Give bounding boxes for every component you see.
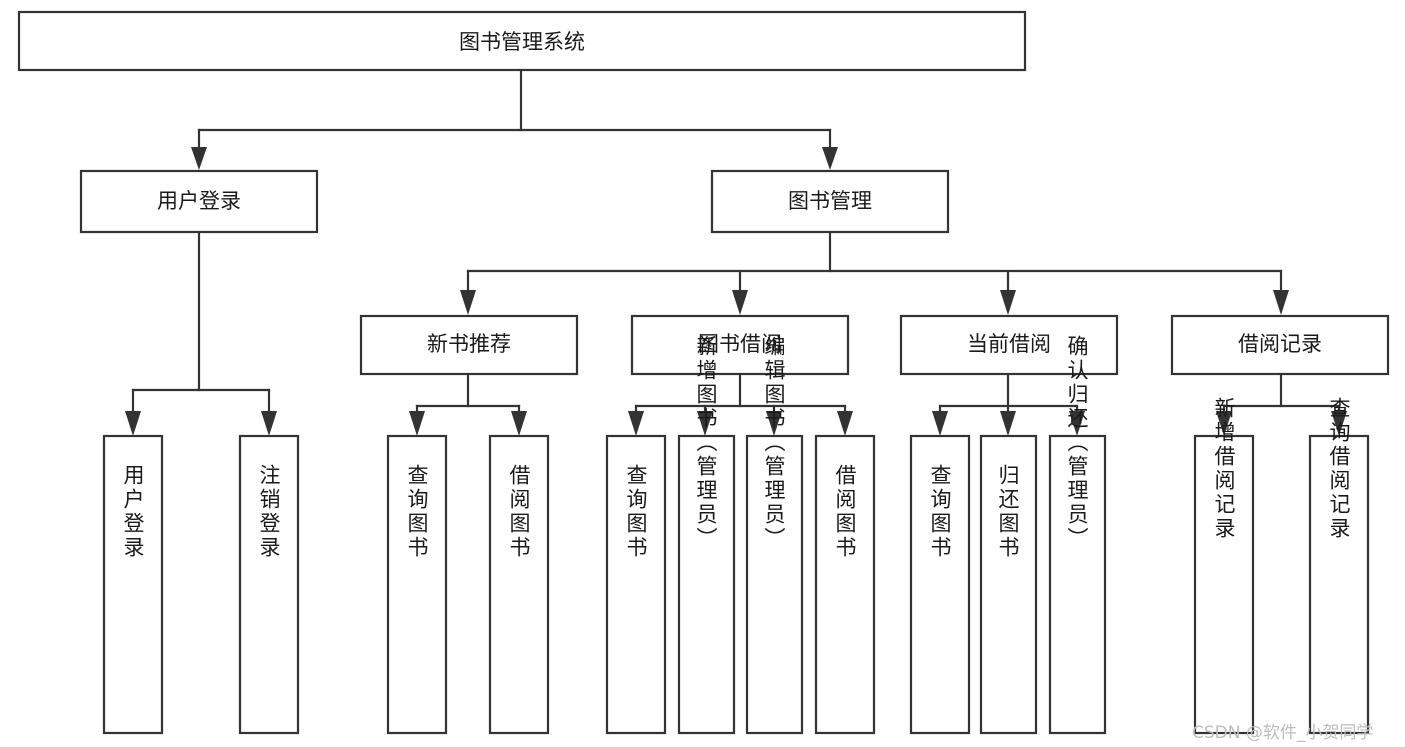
node-book-management[interactable]: 图书管理	[710, 169, 950, 234]
leaf-logout[interactable]: 注销登录	[238, 434, 300, 735]
leaf-confirm-return-admin-box[interactable]	[1048, 434, 1107, 735]
leaf-borrow-book-1-box[interactable]	[488, 434, 550, 735]
leaf-confirm-return-admin-label: 确认归还（管理员）	[1065, 335, 1089, 551]
leaf-add-borrow-record-box[interactable]	[1193, 434, 1255, 735]
leaf-user-login-label: 用户登录	[121, 464, 145, 560]
leaf-logout-box[interactable]	[238, 434, 300, 735]
leaf-query-book-3-box[interactable]	[909, 434, 971, 735]
leaf-query-book-3-label: 查询图书	[928, 464, 952, 560]
leaf-return-book-box[interactable]	[979, 434, 1038, 735]
node-user-login[interactable]: 用户登录	[79, 169, 319, 234]
arrow-head-book-management	[822, 147, 838, 170]
leaf-edit-book-admin-box[interactable]	[745, 434, 804, 735]
arrow-head-leaf-logout	[261, 411, 277, 436]
node-new-book-recommendation-box[interactable]	[359, 314, 579, 376]
leaf-add-borrow-record-label: 新增借阅记录	[1212, 397, 1236, 541]
node-borrowing-record-label: 借阅记录	[1238, 332, 1322, 356]
node-user-login-label: 用户登录	[157, 189, 241, 213]
leaf-query-book-2-box[interactable]	[605, 434, 667, 735]
arrow-head-leaf-query-book-1	[409, 411, 425, 436]
arrow-head-leaf-return-book	[1000, 411, 1016, 436]
arrow-head-borrowing-record	[1273, 290, 1289, 315]
csdn-watermark: CSDN @软件_小贺同学	[1192, 723, 1374, 743]
arrow-head-leaf-confirm-return-admin	[1069, 411, 1085, 436]
leaf-return-book-label: 归还图书	[996, 464, 1020, 560]
arrow-head-leaf-borrow-book-2	[837, 411, 853, 436]
leaf-add-book-admin-label: 新增图书（管理员）	[694, 335, 718, 551]
leaf-add-book-admin[interactable]: 新增图书（管理员）	[677, 335, 736, 735]
leaf-edit-book-admin[interactable]: 编辑图书（管理员）	[745, 335, 804, 735]
leaf-borrow-book-2-box[interactable]	[814, 434, 876, 735]
arrow-head-current-borrowing	[1000, 290, 1016, 315]
arrow-head-user-login	[191, 147, 207, 170]
arrow-head-book-borrowing	[732, 290, 748, 315]
leaf-user-login-box[interactable]	[102, 434, 164, 735]
arrow-head-leaf-query-book-3	[932, 411, 948, 436]
node-current-borrowing-label: 当前借阅	[967, 332, 1051, 356]
node-current-borrowing-box[interactable]	[899, 314, 1119, 376]
arrow-head-leaf-add-book-admin	[697, 411, 713, 436]
leaf-query-book-2-label: 查询图书	[624, 464, 648, 560]
node-book-management-label: 图书管理	[788, 189, 872, 213]
node-current-borrowing[interactable]: 当前借阅	[899, 314, 1119, 376]
leaf-query-book-1-box[interactable]	[386, 434, 448, 735]
node-book-borrowing-label: 图书借阅	[698, 332, 782, 356]
node-new-book-recommendation-label: 新书推荐	[427, 332, 511, 356]
leaf-edit-book-admin-label: 编辑图书（管理员）	[762, 335, 786, 551]
node-root-library-management-system[interactable]: 图书管理系统	[17, 10, 1027, 72]
node-book-borrowing-box[interactable]	[630, 314, 850, 376]
leaf-query-book-2[interactable]: 查询图书	[605, 434, 667, 735]
leaf-confirm-return-admin[interactable]: 确认归还（管理员）	[1048, 335, 1107, 735]
node-new-book-recommendation[interactable]: 新书推荐	[359, 314, 579, 376]
arrow-head-leaf-query-borrow-record	[1331, 411, 1347, 436]
leaf-query-borrow-record[interactable]: 查询借阅记录	[1308, 397, 1370, 735]
node-user-login-box[interactable]	[79, 169, 319, 234]
node-borrowing-record[interactable]: 借阅记录	[1170, 314, 1390, 376]
leaf-query-book-3[interactable]: 查询图书	[909, 434, 971, 735]
arrow-head-leaf-borrow-book-1	[511, 411, 527, 436]
node-root-box[interactable]	[17, 10, 1027, 72]
connector-group	[125, 69, 1347, 436]
leaf-query-book-1[interactable]: 查询图书	[386, 434, 448, 735]
leaf-query-borrow-record-label: 查询借阅记录	[1327, 397, 1351, 541]
arrow-head-leaf-query-book-2	[628, 411, 644, 436]
leaf-add-borrow-record[interactable]: 新增借阅记录	[1193, 397, 1255, 735]
leaf-query-borrow-record-box[interactable]	[1308, 434, 1370, 735]
leaf-borrow-book-1[interactable]: 借阅图书	[488, 434, 550, 735]
leaf-logout-label: 注销登录	[257, 464, 281, 560]
arrow-head-leaf-add-borrow-record	[1216, 411, 1232, 436]
leaf-user-login[interactable]: 用户登录	[102, 434, 164, 735]
arrow-head-leaf-edit-book-admin	[766, 411, 782, 436]
leaf-return-book[interactable]: 归还图书	[979, 434, 1038, 735]
leaf-borrow-book-2[interactable]: 借阅图书	[814, 434, 876, 735]
node-root-label: 图书管理系统	[459, 30, 585, 54]
leaf-borrow-book-1-label: 借阅图书	[507, 464, 531, 560]
arrow-head-new-book-recommendation	[460, 290, 476, 315]
leaf-borrow-book-2-label: 借阅图书	[833, 464, 857, 560]
leaf-query-book-1-label: 查询图书	[405, 464, 429, 560]
node-book-borrowing[interactable]: 图书借阅	[630, 314, 850, 376]
node-borrowing-record-box[interactable]	[1170, 314, 1390, 376]
arrow-head-leaf-user-login	[125, 411, 141, 436]
node-book-management-box[interactable]	[710, 169, 950, 234]
leaf-add-book-admin-box[interactable]	[677, 434, 736, 735]
